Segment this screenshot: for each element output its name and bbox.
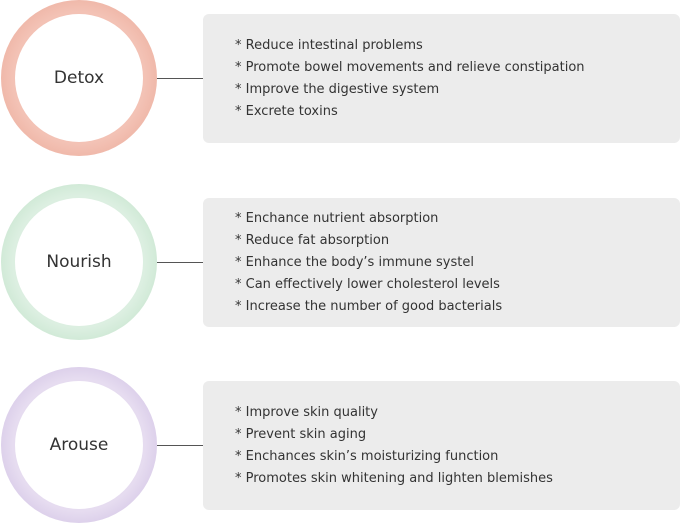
- benefit-item: * Excrete toxins: [235, 103, 338, 119]
- arouse-benefits-box: * Improve skin quality * Prevent skin ag…: [203, 381, 680, 510]
- detox-connector: [157, 78, 203, 79]
- benefit-item: * Improve skin quality: [235, 404, 378, 420]
- benefit-item: * Promote bowel movements and relieve co…: [235, 59, 585, 75]
- arouse-connector: [157, 445, 203, 446]
- nourish-title: Nourish: [46, 252, 112, 272]
- benefit-item: * Reduce fat absorption: [235, 232, 390, 248]
- benefit-item: * Promotes skin whitening and lighten bl…: [235, 470, 553, 486]
- arouse-title: Arouse: [49, 435, 109, 455]
- benefit-item: * Enchances skin’s moisturizing function: [235, 448, 499, 464]
- nourish-benefits-box: * Enchance nutrient absorption * Reduce …: [203, 198, 680, 327]
- benefit-item: * Prevent skin aging: [235, 426, 367, 442]
- nourish-connector: [157, 262, 203, 263]
- benefit-item: * Increase the number of good bacterials: [235, 298, 503, 314]
- benefit-item: * Can effectively lower cholesterol leve…: [235, 276, 500, 292]
- benefit-item: * Reduce intestinal problems: [235, 37, 423, 53]
- benefit-item: * Enhance the body’s immune systel: [235, 254, 474, 270]
- nourish-circle: Nourish: [1, 184, 157, 340]
- detox-circle: Detox: [1, 0, 157, 156]
- benefit-item: * Improve the digestive system: [235, 81, 440, 97]
- arouse-circle: Arouse: [1, 367, 157, 523]
- detox-title: Detox: [53, 68, 105, 88]
- benefit-item: * Enchance nutrient absorption: [235, 210, 439, 226]
- detox-benefits-box: * Reduce intestinal problems * Promote b…: [203, 14, 680, 143]
